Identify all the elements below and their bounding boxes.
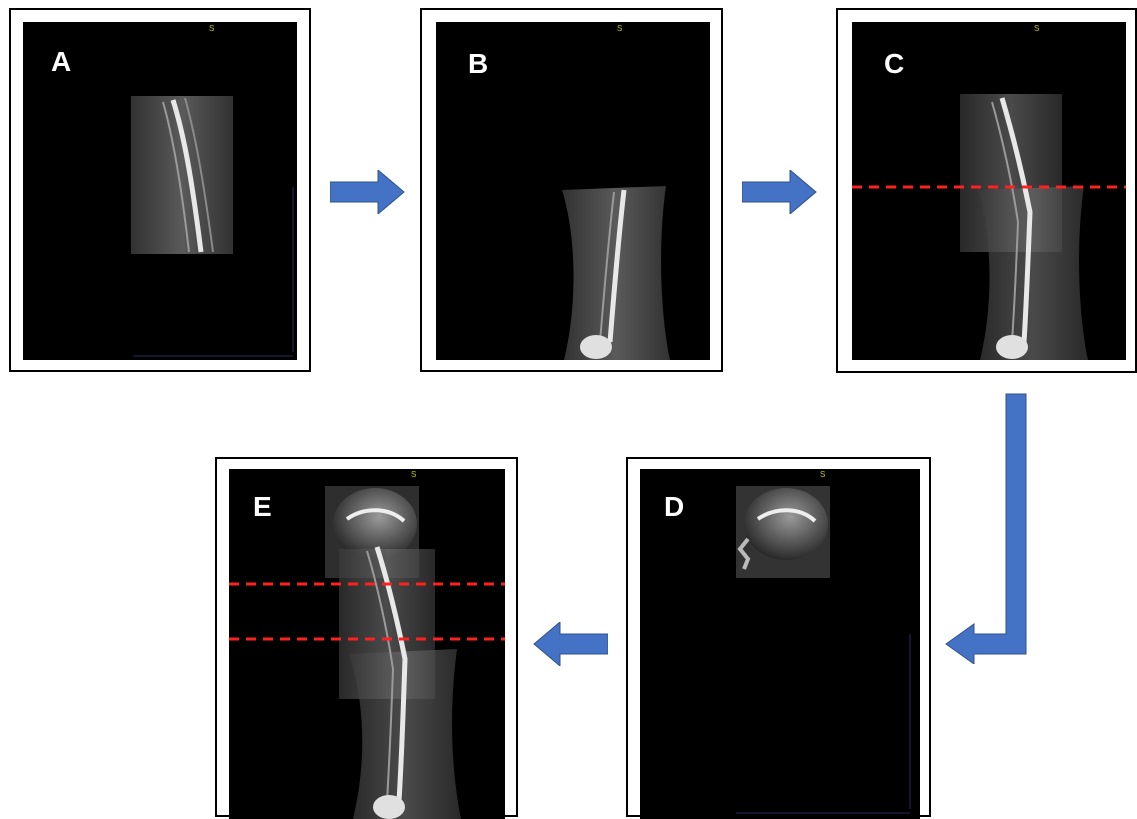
orientation-marker-a: S	[209, 25, 214, 33]
panel-a: A S	[9, 8, 311, 372]
panel-label-d: D	[664, 493, 684, 521]
mri-screen-d: D S	[640, 469, 920, 819]
panel-label-b: B	[468, 50, 488, 78]
orientation-marker-d: S	[820, 471, 825, 479]
panel-c: C S	[836, 8, 1137, 373]
panel-e: E S	[215, 457, 518, 817]
panel-label-a: A	[51, 48, 71, 76]
panel-d: D S	[626, 457, 931, 817]
panel-label-e: E	[253, 493, 272, 521]
mri-screen-b: B S	[436, 22, 710, 360]
orientation-marker-c: S	[1034, 25, 1039, 33]
mri-screen-e: E S	[229, 469, 505, 819]
arrow-right-icon	[330, 170, 406, 214]
arrow-right-icon	[742, 170, 818, 214]
panel-b: B S	[420, 8, 723, 372]
panel-label-c: C	[884, 50, 904, 78]
mri-screen-a: A S	[23, 22, 297, 360]
arrow-left-icon	[532, 622, 608, 666]
orientation-marker-e: S	[411, 471, 416, 479]
mri-screen-c: C S	[852, 22, 1126, 360]
arrow-elbow-down-left-icon	[944, 392, 1028, 664]
orientation-marker-b: S	[617, 25, 622, 33]
